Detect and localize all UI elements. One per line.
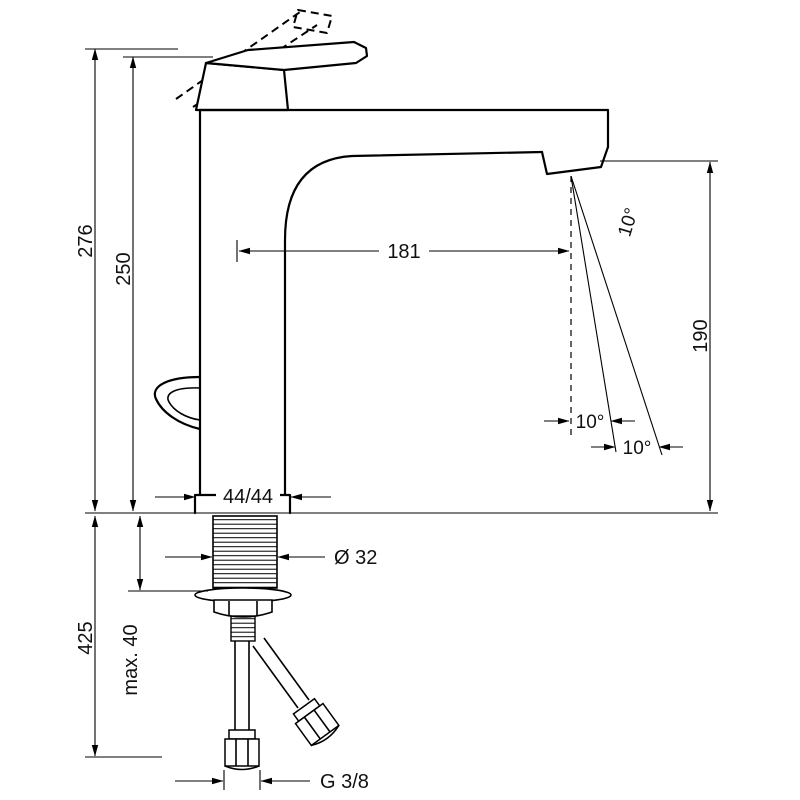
hose-fitting-angled bbox=[292, 697, 340, 747]
aerator-tip bbox=[540, 145, 610, 176]
handle-lever bbox=[194, 40, 369, 112]
dim-hose-length: 425 bbox=[75, 515, 162, 758]
dim-label-spray-angle-left: 10° bbox=[576, 412, 605, 433]
dim-outlet-height: 190 bbox=[600, 160, 718, 512]
dim-shank-diameter: Ø 32 bbox=[165, 547, 377, 569]
supply-hose-angled bbox=[252, 637, 340, 747]
faucet-body bbox=[153, 9, 610, 515]
dim-max-mounting-thickness: max. 40 bbox=[120, 515, 208, 696]
spray-line-20 bbox=[570, 175, 663, 456]
dim-spray-angle-right: 10° bbox=[591, 438, 683, 459]
dim-label-hose-length: 425 bbox=[75, 621, 97, 654]
dim-base-width: 44/44 bbox=[155, 486, 331, 508]
dim-label-body-height: 250 bbox=[113, 252, 135, 285]
dim-connection-thread: G 3/8 bbox=[175, 770, 369, 793]
dim-label-spout-angle-top: 10° bbox=[614, 206, 642, 240]
spray-line-10 bbox=[570, 175, 617, 453]
dim-label-base-width: 44/44 bbox=[223, 486, 273, 508]
threaded-shank bbox=[212, 515, 278, 589]
dim-label-connection-thread: G 3/8 bbox=[320, 771, 369, 793]
mounting-nut bbox=[213, 599, 273, 618]
supply-hose-straight bbox=[224, 641, 260, 771]
spray-angle-construction bbox=[570, 175, 663, 456]
dim-spout-reach: 181 bbox=[236, 239, 570, 263]
dim-label-outlet-height: 190 bbox=[690, 319, 712, 352]
dim-label-total-height: 276 bbox=[75, 224, 97, 257]
dim-total-height: 276 bbox=[75, 48, 178, 512]
mounting-hardware bbox=[194, 515, 340, 771]
dim-label-max-mounting-thickness: max. 40 bbox=[120, 624, 142, 695]
handle-bar bbox=[204, 40, 369, 72]
dim-label-spout-reach: 181 bbox=[387, 241, 420, 263]
side-loop bbox=[153, 375, 202, 431]
dim-spray-angle-left: 10° bbox=[544, 412, 635, 433]
hose-fitting-straight bbox=[224, 729, 260, 771]
dim-label-shank-diameter: Ø 32 bbox=[334, 547, 377, 569]
body-and-spout bbox=[153, 108, 610, 515]
threaded-rod bbox=[230, 615, 256, 642]
dim-label-spray-angle-right: 10° bbox=[623, 438, 652, 459]
handle-lever-raised-dashed bbox=[175, 9, 333, 108]
dim-body-height: 250 bbox=[113, 56, 213, 512]
